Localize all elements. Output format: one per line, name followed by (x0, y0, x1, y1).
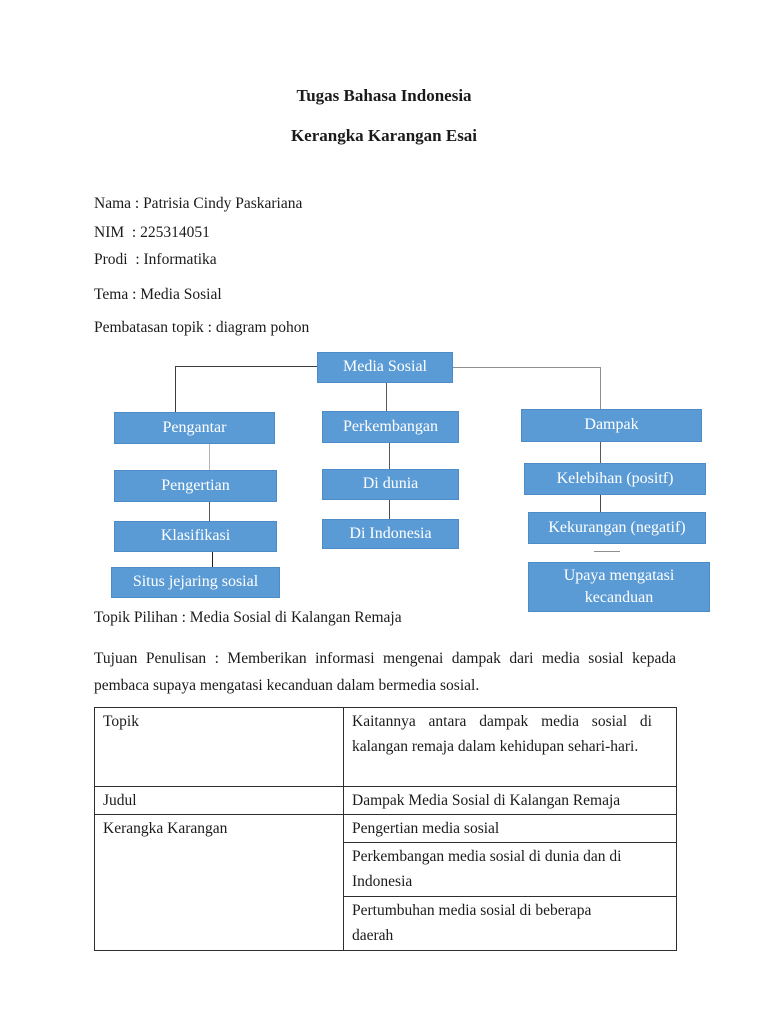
connector-line (209, 502, 210, 521)
diagram-node-pengantar: Pengantar (114, 412, 275, 444)
connector-line (209, 443, 210, 470)
diagram-node-pengertian: Pengertian (114, 470, 277, 502)
meta-pembatasan-topik: Pembatasan topik : diagram pohon (94, 319, 310, 336)
connector-line (212, 551, 213, 567)
connector-line (453, 367, 600, 368)
table-cell-kerangka-item-3-text: Pertumbuhan media sosial di beberapa dae… (352, 902, 592, 944)
connector-line (600, 367, 601, 409)
diagram-node-media-sosial: Media Sosial (317, 352, 453, 383)
table-row: Pertumbuhan media sosial di beberapa dae… (95, 896, 677, 951)
meta-nama: Nama : Patrisia Cindy Paskariana (94, 195, 303, 212)
connector-line (175, 366, 317, 367)
diagram-node-di-dunia: Di dunia (322, 469, 459, 500)
diagram-node-upaya-mengatasi: Upaya mengatasi kecanduan (528, 562, 710, 612)
meta-tema: Tema : Media Sosial (94, 286, 222, 303)
diagram-node-di-indonesia: Di Indonesia (322, 519, 459, 549)
diagram-node-perkembangan: Perkembangan (322, 411, 459, 443)
diagram-node-situs-jejaring-sosial: Situs jejaring sosial (111, 567, 280, 598)
table-cell-topik-label: Topik (94, 707, 344, 787)
table-cell-kerangka-item-3: Pertumbuhan media sosial di beberapa dae… (343, 896, 677, 951)
table-cell-topik-text: Kaitannya antara dampak media sosial di … (352, 713, 652, 755)
connector-line (600, 494, 601, 512)
meta-prodi: Prodi : Informatika (94, 251, 217, 268)
diagram-node-kekurangan: Kekurangan (negatif) (528, 512, 706, 544)
connector-line (175, 366, 176, 412)
table-row: Kerangka Karangan Pengertian media sosia… (94, 814, 677, 951)
table-cell-judul-value: Dampak Media Sosial di Kalangan Remaja (343, 786, 677, 815)
diagram-node-klasifikasi: Klasifikasi (114, 521, 277, 552)
page-subtitle: Kerangka Karangan Esai (290, 126, 478, 145)
table-cell-kerangka-label: Kerangka Karangan (94, 814, 344, 951)
connector-line (386, 382, 387, 411)
connector-line (600, 441, 601, 463)
table-row: Topik Kaitannya antara dampak media sosi… (94, 707, 677, 787)
connector-dash (594, 551, 620, 552)
table-row: Judul Dampak Media Sosial di Kalangan Re… (94, 786, 677, 815)
diagram-node-kelebihan: Kelebihan (positf) (524, 463, 706, 495)
tujuan-penulisan-paragraph: Tujuan Penulisan : Memberikan informasi … (94, 650, 676, 694)
diagram-node-dampak: Dampak (521, 409, 702, 442)
table-row: Perkembangan media sosial di dunia dan d… (95, 842, 677, 897)
connector-line (389, 442, 390, 469)
table-cell-judul-label: Judul (94, 786, 344, 815)
meta-nim: NIM : 225314051 (94, 224, 210, 241)
connector-line (389, 500, 390, 519)
topik-pilihan-line: Topik Pilihan : Media Sosial di Kalangan… (94, 609, 402, 626)
table-cell-kerangka-item-1: Pengertian media sosial (343, 814, 677, 843)
table-cell-topik-value: Kaitannya antara dampak media sosial di … (343, 707, 677, 787)
table-cell-kerangka-item-2: Perkembangan media sosial di dunia dan d… (343, 842, 677, 897)
page-title: Tugas Bahasa Indonesia (296, 86, 472, 105)
outline-table: Topik Kaitannya antara dampak media sosi… (94, 707, 677, 951)
